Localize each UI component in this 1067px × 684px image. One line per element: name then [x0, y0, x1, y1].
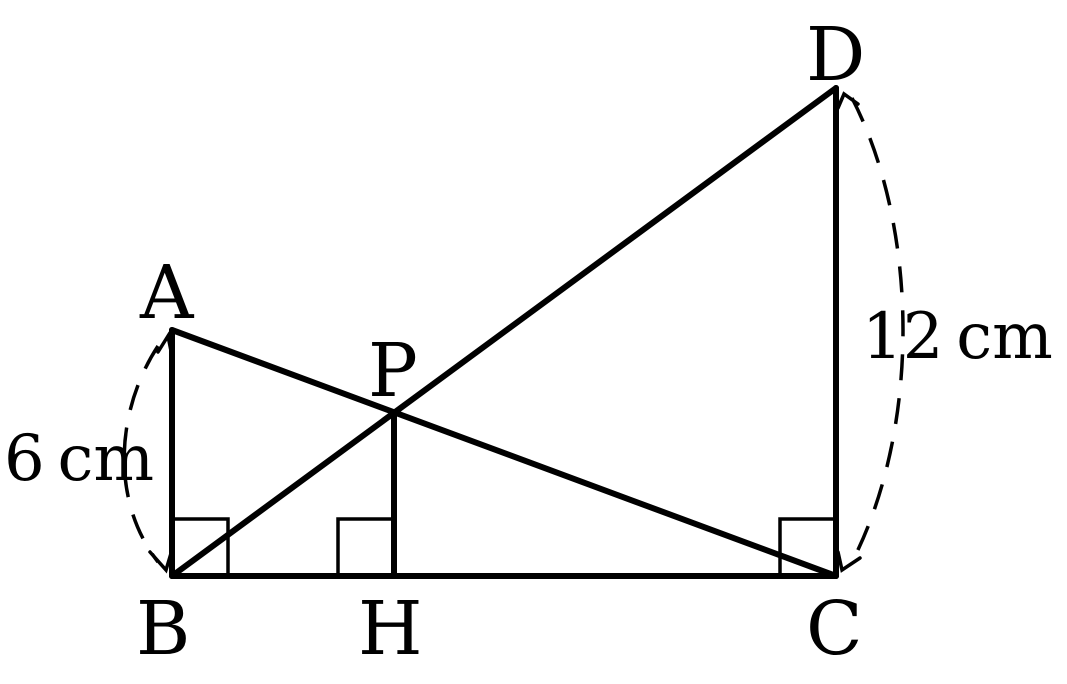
label-b: B	[136, 586, 190, 672]
segment-bd	[169, 85, 839, 579]
label-h: H	[358, 586, 423, 672]
label-c: C	[806, 586, 863, 672]
dimension-arc-ab	[122, 345, 160, 564]
measurement-cd: 12 cm	[862, 300, 1053, 374]
measurement-ab: 6 cm	[4, 422, 154, 496]
segment-ac	[169, 327, 839, 579]
right-angle-marker-b	[172, 517, 230, 576]
label-d: D	[806, 12, 865, 98]
dimension-arc-cd	[850, 97, 905, 563]
label-a: A	[139, 250, 195, 336]
right-angle-marker-c	[778, 517, 836, 576]
arc-tip-c	[836, 550, 862, 573]
arc-tip-d	[836, 91, 860, 110]
arc-tip-b	[148, 548, 174, 574]
right-angle-marker-h	[336, 517, 394, 576]
arc-tip-a	[156, 331, 174, 358]
label-p: P	[368, 328, 418, 414]
